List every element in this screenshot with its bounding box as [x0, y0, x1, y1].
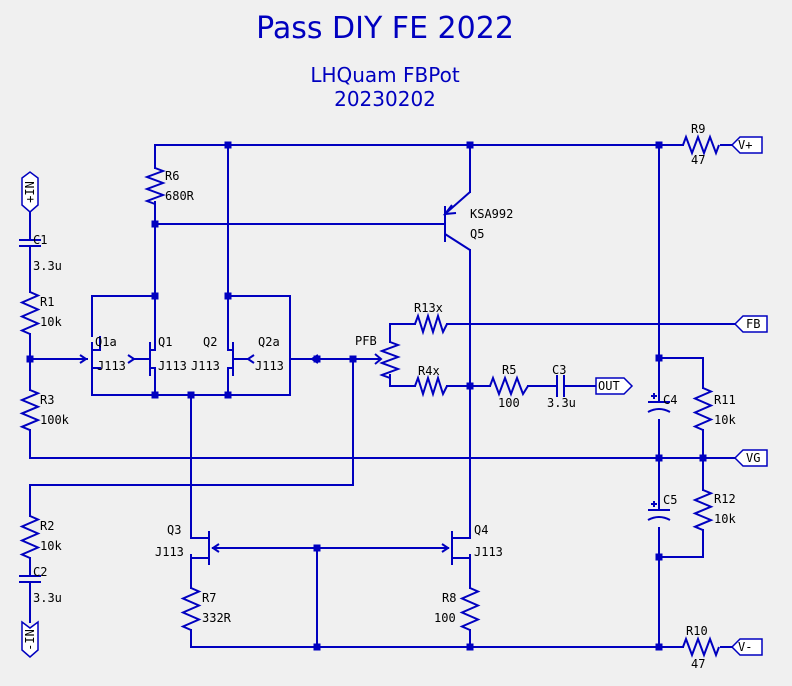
c5-symbol [647, 509, 671, 521]
q3-value: J113 [155, 545, 184, 559]
r12-symbol [692, 489, 714, 532]
r6-symbol [144, 167, 166, 205]
r6-ref: R6 [165, 169, 179, 183]
q1a-symbol [70, 336, 101, 376]
c2-value: 3.3u [33, 591, 62, 605]
port-v-minus: V- [730, 638, 763, 656]
r8-symbol [459, 587, 481, 631]
r7-value: 332R [202, 611, 232, 625]
component-labels: C1 3.3u R1 10k R3 100k R2 10k C2 3.3u R6… [33, 122, 736, 671]
r4x-symbol [414, 374, 448, 398]
r5-value: 100 [498, 396, 520, 410]
r1-ref: R1 [40, 295, 54, 309]
q4-value: J113 [474, 545, 503, 559]
r1-symbol [19, 291, 41, 335]
r13x-symbol [414, 312, 448, 336]
r12-ref: R12 [714, 492, 736, 506]
schematic-date: 20230202 [334, 87, 436, 111]
q4-ref: Q4 [474, 523, 488, 537]
r5-symbol [489, 375, 529, 397]
port-out: OUT [595, 377, 634, 395]
c5-ref: C5 [663, 493, 677, 507]
q1-value: J113 [158, 359, 187, 373]
q1a-ref: Q1a [95, 335, 117, 349]
r3-symbol [19, 389, 41, 432]
r6-value: 680R [165, 189, 195, 203]
port-v-plus: V+ [730, 136, 763, 154]
c3-symbol [556, 375, 565, 397]
c1-ref: C1 [33, 233, 47, 247]
r4x-ref: R4x [418, 364, 440, 378]
port-plus-in: +IN [21, 171, 39, 213]
schematic-title: Pass DIY FE 2022 [256, 11, 514, 46]
r10-ref: R10 [686, 624, 708, 638]
capacitors [19, 239, 671, 593]
c2-ref: C2 [33, 565, 47, 579]
q5-symbol [444, 191, 471, 251]
pfb-ref: PFB [355, 334, 377, 348]
q1a-value: J113 [97, 359, 126, 373]
resistors [19, 134, 733, 658]
r12-value: 10k [714, 512, 736, 526]
wires [29, 144, 736, 648]
r2-symbol [19, 515, 41, 559]
q4-symbol [451, 515, 471, 565]
pfb-wiper [370, 353, 383, 365]
c4-ref: C4 [663, 393, 677, 407]
q3-ref: Q3 [167, 523, 181, 537]
q2-value: J113 [191, 359, 220, 373]
r2-ref: R2 [40, 519, 54, 533]
r3-ref: R3 [40, 393, 54, 407]
schematic-subtitle: LHQuam FBPot [310, 63, 460, 87]
c1-value: 3.3u [33, 259, 62, 273]
r10-value: 47 [691, 657, 705, 671]
r11-symbol [692, 387, 714, 431]
svg-text:VG: VG [746, 451, 760, 465]
svg-text:OUT: OUT [598, 379, 620, 393]
r8-ref: R8 [442, 591, 456, 605]
svg-text:-IN: -IN [23, 629, 37, 651]
q1-symbol [135, 336, 156, 376]
q3-symbol [190, 515, 210, 565]
svg-text:V-: V- [738, 640, 752, 654]
r8-value: 100 [434, 611, 456, 625]
junction-dots [26, 141, 707, 651]
r1-value: 10k [40, 315, 62, 329]
q2a-ref: Q2a [258, 335, 280, 349]
r13x-ref: R13x [414, 301, 443, 315]
r9-symbol [682, 134, 720, 156]
port-vg: VG [733, 449, 768, 467]
pfb-symbol [379, 341, 401, 379]
r9-value: 47 [691, 153, 705, 167]
svg-text:+IN: +IN [23, 181, 37, 203]
c3-ref: C3 [552, 363, 566, 377]
q5-ref: Q5 [470, 227, 484, 241]
r3-value: 100k [40, 413, 70, 427]
port-minus-in: -IN [21, 620, 39, 658]
q2a-value: J113 [255, 359, 284, 373]
q1-ref: Q1 [158, 335, 172, 349]
r9-ref: R9 [691, 122, 705, 136]
port-fb: FB [733, 315, 768, 333]
r5-ref: R5 [502, 363, 516, 377]
r11-value: 10k [714, 413, 736, 427]
r7-ref: R7 [202, 591, 216, 605]
svg-text:FB: FB [746, 317, 760, 331]
q2a-symbol [289, 336, 310, 376]
c3-value: 3.3u [547, 396, 576, 410]
svg-text:V+: V+ [738, 138, 752, 152]
transistors [70, 191, 471, 565]
q5-value: KSA992 [470, 207, 513, 221]
r11-ref: R11 [714, 393, 736, 407]
r2-value: 10k [40, 539, 62, 553]
q2-symbol [227, 336, 248, 376]
q2-ref: Q2 [203, 335, 217, 349]
r7-symbol [180, 587, 202, 631]
r10-symbol [682, 636, 720, 658]
